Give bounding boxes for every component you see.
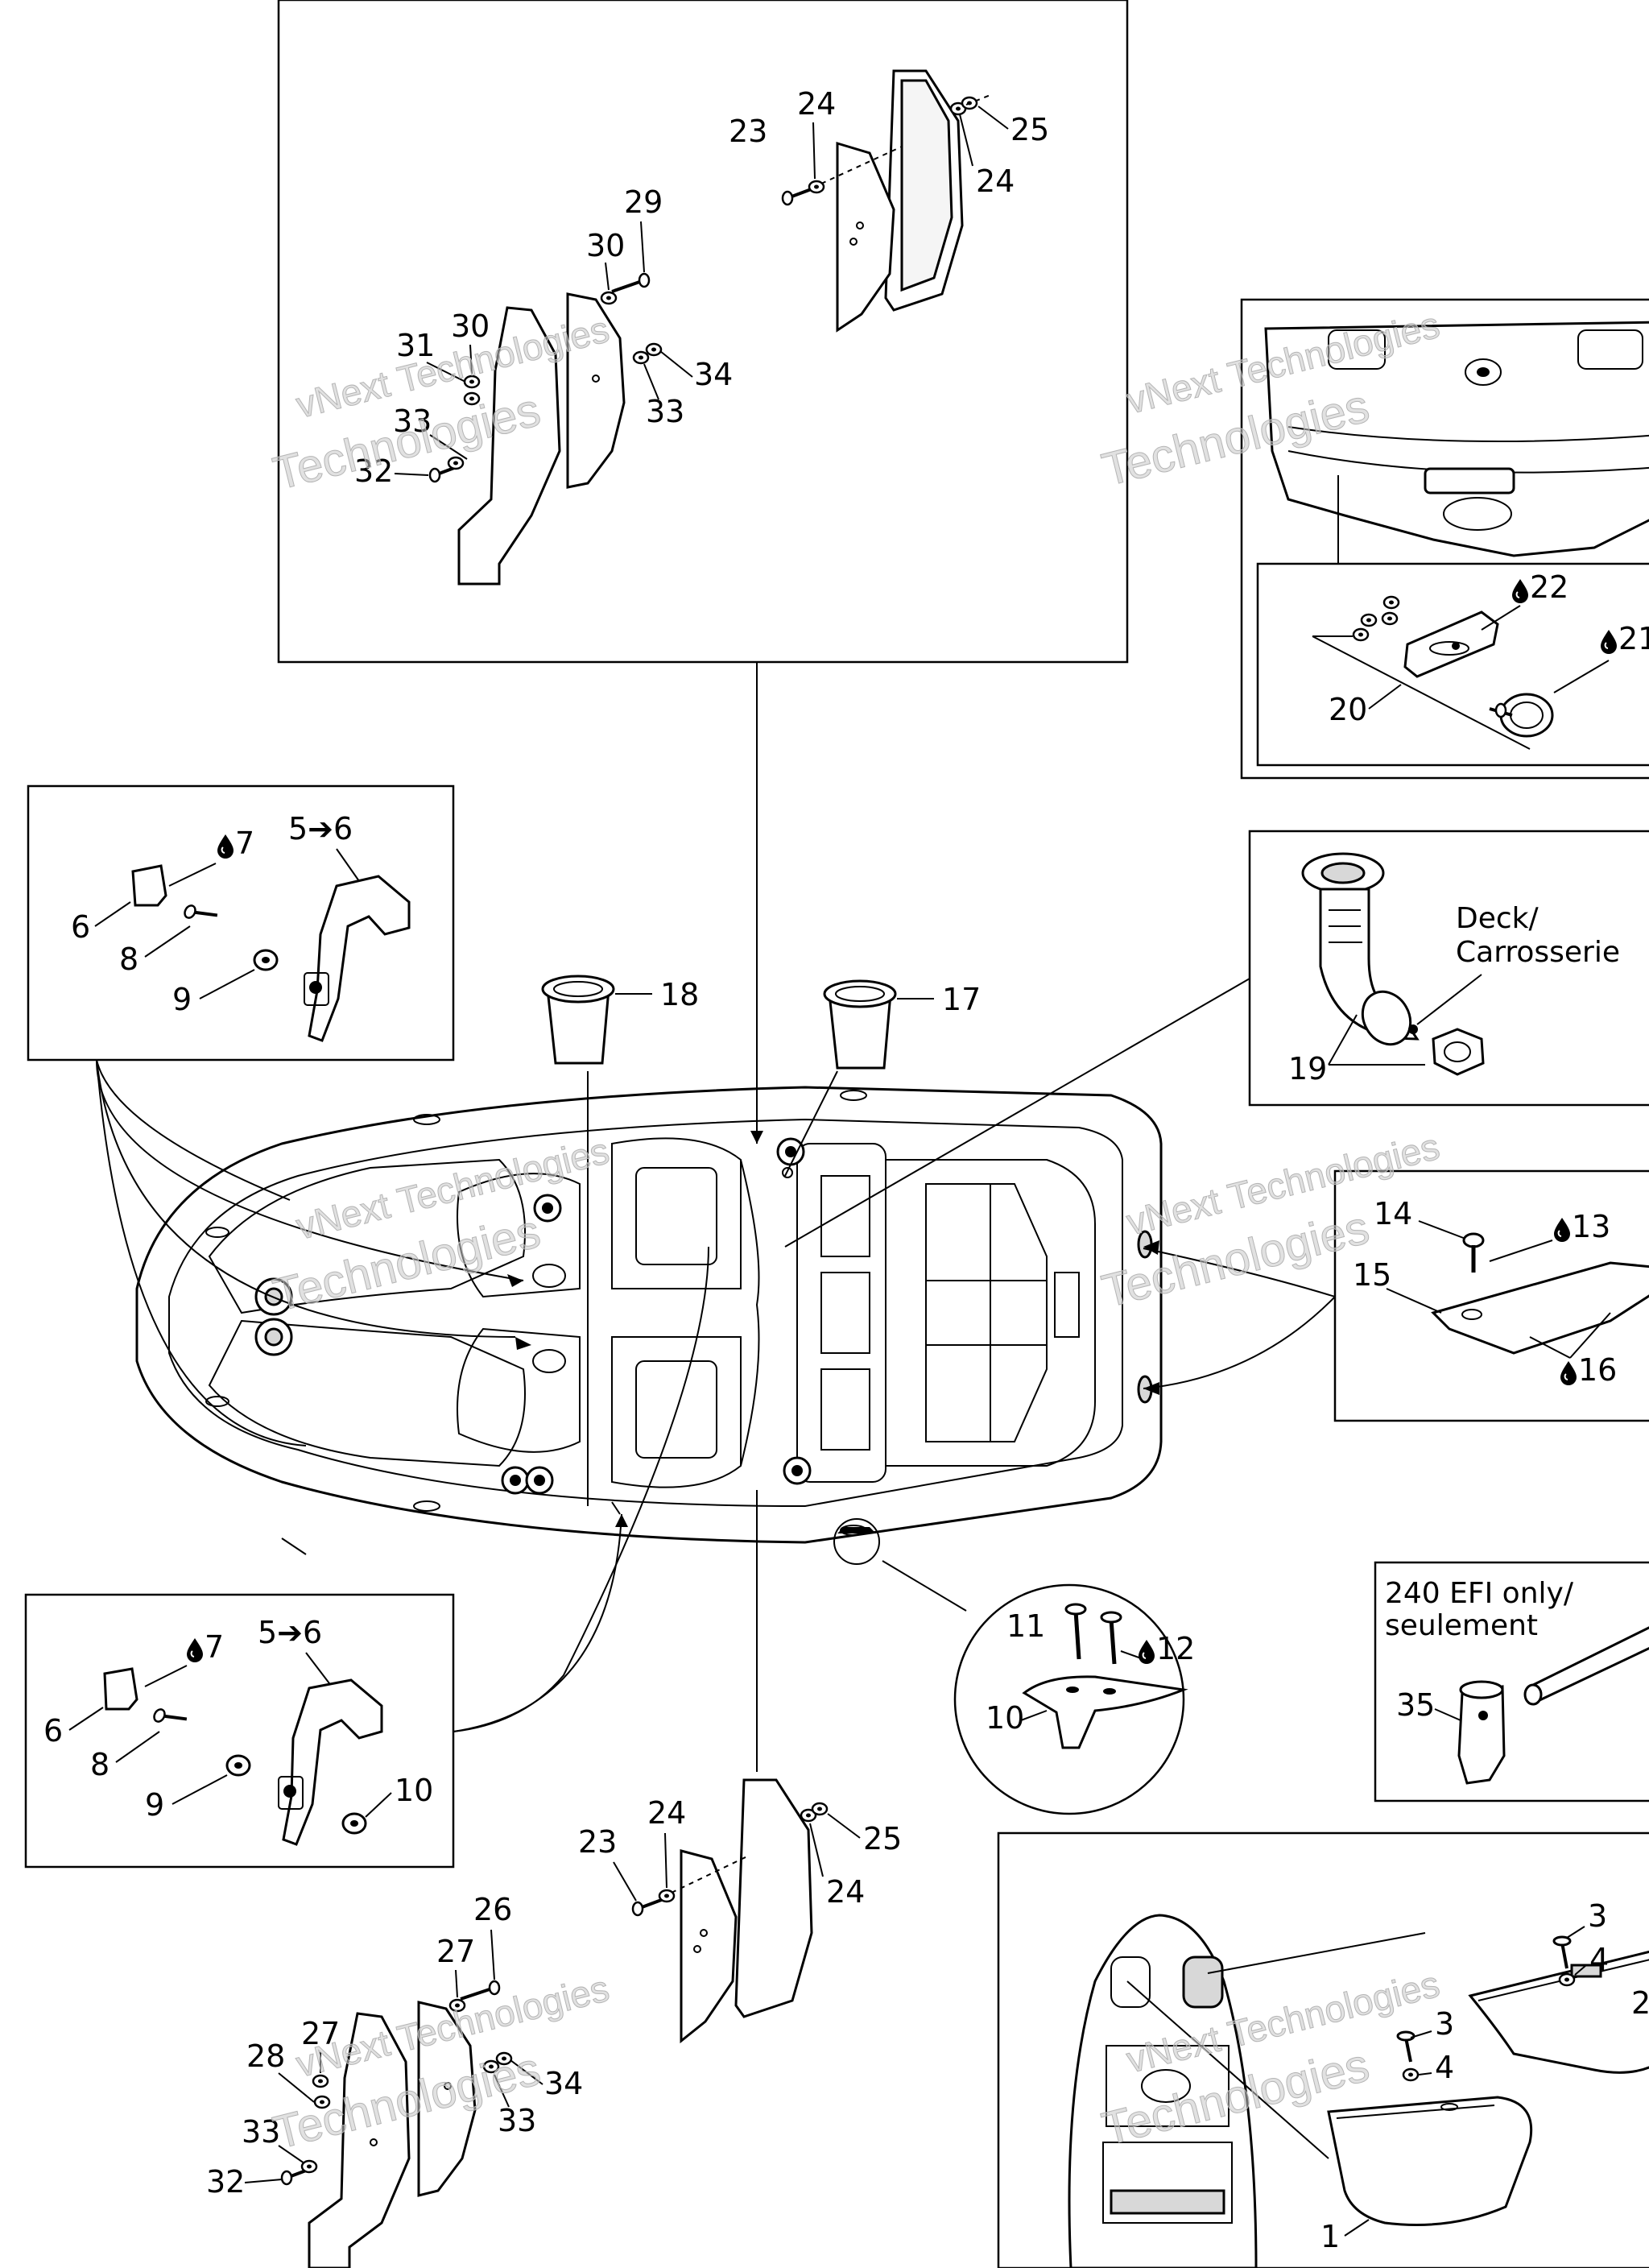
label-2: 2 bbox=[1631, 1985, 1649, 2021]
label-30b: 30 bbox=[451, 308, 490, 344]
label-33b: 33 bbox=[646, 394, 684, 429]
grab-handle-box-lower: 7 5➔6 6 8 9 10 bbox=[24, 1593, 455, 1869]
storage-bin-2 bbox=[1468, 1950, 1649, 2074]
label-27: 27 bbox=[436, 1934, 475, 1969]
label-22: 22 bbox=[1530, 569, 1568, 605]
handle-cap-upper bbox=[131, 864, 167, 907]
stern-view bbox=[1264, 321, 1649, 557]
efi-note-line2: seulement bbox=[1385, 1609, 1538, 1642]
label-7: 7 bbox=[235, 826, 254, 861]
label-11: 11 bbox=[1006, 1608, 1045, 1644]
label-4b: 4 bbox=[1435, 2050, 1454, 2085]
label-3: 3 bbox=[1588, 1898, 1607, 1934]
label-24c: 24 bbox=[647, 1795, 686, 1831]
label-30: 30 bbox=[586, 228, 625, 263]
label-6: 6 bbox=[71, 909, 90, 945]
bolster-top-left bbox=[457, 306, 561, 586]
tow-plate bbox=[1403, 610, 1499, 678]
label-8b: 8 bbox=[90, 1747, 110, 1782]
label-15: 15 bbox=[1353, 1257, 1391, 1293]
deck-note-line1: Deck/ bbox=[1456, 902, 1539, 935]
label-28: 28 bbox=[246, 2038, 285, 2074]
cleat bbox=[1022, 1675, 1188, 1749]
label-9: 9 bbox=[172, 982, 192, 1017]
label-6b: 6 bbox=[43, 1713, 63, 1749]
label-24b: 24 bbox=[976, 163, 1015, 199]
label-33d: 33 bbox=[498, 2103, 536, 2138]
label-25: 25 bbox=[1010, 112, 1049, 147]
label-19: 19 bbox=[1288, 1051, 1327, 1086]
cup-holder-17: 17 bbox=[823, 979, 981, 1070]
label-24: 24 bbox=[797, 86, 836, 122]
bolster-lower-center bbox=[734, 1778, 813, 2018]
drain-fitting-box: Deck/ Carrosserie 19 bbox=[1248, 830, 1649, 1107]
label-31: 31 bbox=[396, 328, 435, 363]
step-plate bbox=[1431, 1261, 1649, 1355]
label-23b: 23 bbox=[578, 1824, 617, 1860]
label-16: 16 bbox=[1578, 1352, 1617, 1388]
label-32b: 32 bbox=[206, 2164, 245, 2200]
label-26: 26 bbox=[473, 1892, 512, 1927]
label-8: 8 bbox=[119, 942, 138, 977]
label-18: 18 bbox=[660, 977, 699, 1012]
label-1: 1 bbox=[1320, 2219, 1340, 2254]
deck-note-line2: Carrosserie bbox=[1456, 936, 1620, 969]
label-20: 20 bbox=[1329, 692, 1367, 727]
label-9b: 9 bbox=[145, 1787, 164, 1823]
drain-nut bbox=[1432, 1028, 1485, 1076]
top-bolster-box: 23 24 25 24 29 30 30 31 33 32 34 33 bbox=[277, 0, 1129, 664]
label-27b: 27 bbox=[301, 2016, 340, 2051]
label-10: 10 bbox=[986, 1700, 1024, 1736]
leader-lines bbox=[96, 662, 1336, 1772]
label-3b: 3 bbox=[1435, 2006, 1454, 2042]
rod bbox=[1527, 1626, 1649, 1703]
label-4: 4 bbox=[1589, 1942, 1609, 1977]
grab-handle-box-upper: 7 5➔6 6 8 9 bbox=[27, 784, 455, 1062]
efi-box: 240 EFI only/ seulement 35 bbox=[1374, 1561, 1649, 1802]
lower-center-bolster: 23 24 25 24 bbox=[578, 1778, 902, 2044]
storage-bin-1 bbox=[1327, 2096, 1533, 2226]
label-34: 34 bbox=[694, 357, 733, 392]
label-23: 23 bbox=[729, 114, 767, 149]
backing-plate-top-right bbox=[836, 141, 895, 333]
deck-outline bbox=[135, 1086, 1163, 1544]
label-14: 14 bbox=[1374, 1196, 1412, 1231]
label-33: 33 bbox=[393, 404, 432, 439]
deck-top-view bbox=[135, 1086, 1163, 1565]
label-35: 35 bbox=[1396, 1687, 1435, 1723]
label-34b: 34 bbox=[544, 2066, 583, 2101]
handle-cap-lower bbox=[103, 1667, 138, 1711]
cleat-detail: 11 12 10 bbox=[953, 1583, 1195, 1815]
label-24d: 24 bbox=[826, 1874, 865, 1910]
label-10b: 10 bbox=[395, 1773, 433, 1808]
label-21: 21 bbox=[1618, 621, 1649, 656]
grab-handle-lower bbox=[282, 1678, 383, 1846]
step-box: 14 13 15 16 bbox=[1333, 1169, 1649, 1422]
label-5-to-6: 5➔6 bbox=[288, 811, 353, 846]
efi-note-line1: 240 EFI only/ bbox=[1385, 1577, 1574, 1610]
lower-left-bolster: 26 27 27 28 33 32 34 33 bbox=[206, 1892, 583, 2268]
cup-holder-18: 18 bbox=[541, 975, 699, 1065]
label-13: 13 bbox=[1572, 1209, 1610, 1244]
bolster-lower-left bbox=[308, 2012, 411, 2268]
label-5-to-6b: 5➔6 bbox=[258, 1615, 322, 1650]
storage-bin-box: 3 4 2 3 4 1 bbox=[997, 1831, 1649, 2268]
nut-35 bbox=[1457, 1685, 1506, 1785]
grab-handle-upper bbox=[308, 875, 411, 1042]
label-25b: 25 bbox=[863, 1821, 902, 1856]
stern-tow-eye-box: 22 21 20 bbox=[1240, 298, 1649, 780]
label-12: 12 bbox=[1156, 1631, 1195, 1666]
label-32: 32 bbox=[354, 453, 393, 489]
label-7b: 7 bbox=[205, 1629, 224, 1665]
label-17: 17 bbox=[942, 982, 981, 1017]
backing-plate-top-left bbox=[566, 292, 626, 489]
backing-plate-lower-center bbox=[680, 1849, 738, 2044]
label-29: 29 bbox=[624, 184, 663, 220]
backing-plate-lower-left bbox=[417, 2001, 477, 2197]
label-33c: 33 bbox=[242, 2114, 280, 2150]
